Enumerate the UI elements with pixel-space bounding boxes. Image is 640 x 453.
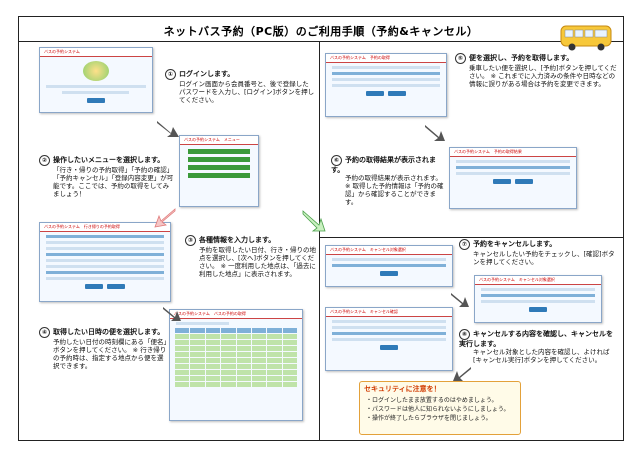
arrow-right-icon: [163, 307, 181, 321]
arrow-green-icon: [302, 210, 326, 232]
section-divider: [319, 237, 623, 238]
arrow-down-right-icon-3: [451, 293, 469, 307]
arrow-down-left-icon: [154, 208, 176, 228]
cancel-confirm-screenshot: バスの予約システム キャンセル確認: [325, 307, 453, 371]
instruction-page: ネットバス予約（PC版）のご利用手順（予約&キャンセル） バスの予約システム バ…: [18, 16, 624, 441]
security-heading: セキュリティに注意を！: [364, 385, 441, 393]
arrow-down-right-icon-2: [425, 125, 445, 141]
step-1-body: ログイン画面から会員番号と、後で登録したパスワードを入力し、[ログイン]ボタンを…: [179, 80, 315, 104]
cancel-detail-title: バスの予約システム キャンセル対象選択: [475, 276, 601, 285]
step-1-number: ①: [165, 69, 176, 80]
step-3-heading: 各種情報を入力します。: [199, 236, 276, 244]
step-8-number: ⑧: [459, 329, 470, 340]
page-title: ネットバス予約（PC版）のご利用手順（予約&キャンセル）: [163, 25, 479, 38]
confirm-screen-title: バスの予約システム 予約の取得: [326, 54, 446, 63]
step-8-heading: キャンセルする内容を確認し、キャンセルを実行します。: [459, 330, 613, 348]
column-divider: [319, 41, 320, 440]
step-7-body: キャンセルしたい予約をチェックし、[確認]ボタンを押してください。: [473, 250, 615, 266]
step-2-body: 「行き・帰りの予約取得」「予約の確認」「予約キャンセル」「登録内容変更」が可能で…: [53, 166, 174, 198]
arrow-down-left-icon-2: [453, 367, 471, 381]
security-item-2: ・パスワードは他人に知られないようにしましょう。: [366, 406, 510, 413]
result-screen-title: バスの予約システム 予約の取得結果: [450, 148, 576, 157]
login-screen-title: バスの予約システム: [40, 48, 152, 57]
confirm-screenshot: バスの予約システム 予約の取得: [325, 53, 447, 117]
step-2-heading: 操作したいメニューを選択します。: [53, 156, 165, 164]
timetable-grid: [175, 328, 297, 387]
input-screenshot: バスの予約システム 行き帰りの予約取得: [39, 222, 171, 302]
step-5-heading: 便を選択し、予約を取得します。: [469, 54, 574, 62]
input-screen-title: バスの予約システム 行き帰りの予約取得: [40, 223, 170, 232]
login-logo: [83, 61, 109, 81]
step-4-body: 予約したい日付の時刻欄にある「便名」ボタンを押してください。 ※ 行き帰りの予約…: [53, 338, 167, 370]
timetable-screen-title: バスの予約システム バスの予約の取得: [170, 310, 302, 319]
step-3-body: 予約を取得したい日付、行き・帰りの地点を選択し、[次へ]ボタンを押してください。…: [199, 246, 316, 278]
bus-icon: [560, 25, 612, 51]
result-screenshot: バスの予約システム 予約の取得結果: [449, 147, 577, 209]
cancel-screenshot: バスの予約システム キャンセル対象選択: [325, 245, 453, 287]
title-divider: [19, 41, 623, 42]
security-notice: セキュリティに注意を！ ・ログインしたまま放置するのはやめましょう。 ・パスワー…: [359, 381, 521, 435]
cancel-screen-title: バスの予約システム キャンセル対象選択: [326, 246, 452, 255]
step-4-heading: 取得したい日時の便を選択します。: [53, 328, 165, 336]
step-2-number: ②: [39, 155, 50, 166]
arrow-down-right-icon: [157, 121, 179, 137]
security-item-1: ・ログインしたまま放置するのはやめましょう。: [366, 397, 498, 404]
step-7-number: ⑦: [459, 239, 470, 250]
cancel-confirm-title: バスの予約システム キャンセル確認: [326, 308, 452, 317]
menu-screenshot: バスの予約システム メニュー: [179, 135, 259, 207]
step-8-body: キャンセル対象とした内容を確認し、よければ[キャンセル実行]ボタンを押してくださ…: [473, 348, 610, 364]
step-6-body: 予約の取得結果が表示されます。 ※ 取得した予約情報は「予約の確認」から確認する…: [345, 174, 444, 206]
step-7-heading: 予約をキャンセルします。: [473, 240, 557, 248]
step-1-heading: ログインします。: [179, 70, 235, 78]
step-5-body: 乗車したい便を選択し、[予約]ボタンを押してください。 ※ これまでに入力済みの…: [469, 64, 617, 88]
security-item-3: ・操作が終了したらブラウザを閉じましょう。: [366, 415, 492, 422]
login-screenshot: バスの予約システム: [39, 47, 153, 113]
step-4-number: ④: [39, 327, 50, 338]
step-5-number: ⑤: [455, 53, 466, 64]
step-6-number: ⑥: [331, 155, 342, 166]
cancel-detail-screenshot: バスの予約システム キャンセル対象選択: [474, 275, 602, 323]
step-3-number: ③: [185, 235, 196, 246]
step-6-heading: 予約の取得結果が表示されます。: [331, 156, 436, 174]
menu-screen-title: バスの予約システム メニュー: [180, 136, 258, 145]
timetable-screenshot: バスの予約システム バスの予約の取得: [169, 309, 303, 421]
